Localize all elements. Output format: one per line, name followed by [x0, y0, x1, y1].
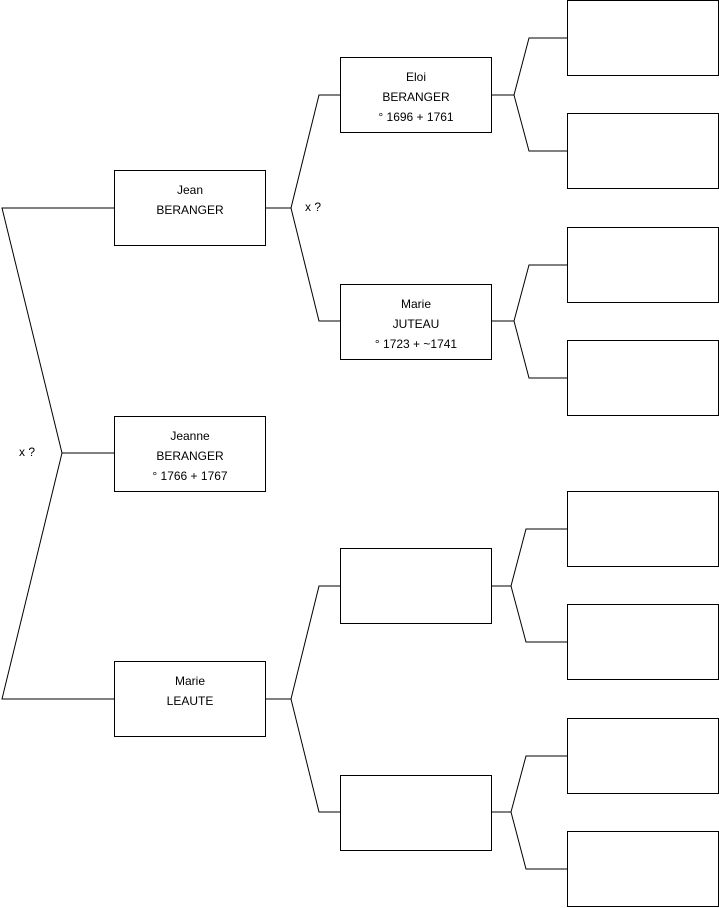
connector-leaute-father-to-father	[510, 528, 567, 587]
connector-jean-to-marie-juteau	[290, 207, 341, 322]
connector-root-to-jean	[1, 207, 114, 454]
person-box-leaute-maternal-grandmother-empty[interactable]	[567, 831, 719, 907]
person-dates: ° 1723 + ~1741	[374, 337, 458, 351]
connector-juteau-to-mother	[513, 320, 567, 379]
connector-root-to-marie-leaute	[1, 452, 114, 700]
connector-jean-to-eloi	[290, 94, 341, 209]
connector-eloi-to-father	[513, 37, 567, 96]
person-box-marie-leaute[interactable]: Marie LEAUTE	[114, 661, 266, 737]
connector-eloi-to-mother	[513, 94, 567, 152]
person-box-jean-beranger[interactable]: Jean BERANGER	[114, 170, 266, 246]
person-first-name: Marie	[400, 297, 431, 311]
person-first-name: Jeanne	[170, 429, 210, 443]
connector-marie-leaute-to-father	[290, 585, 341, 700]
marriage-label-parents: x ?	[19, 445, 36, 459]
person-box-eloi-father-empty[interactable]	[567, 0, 719, 76]
connector-leaute-mother-to-mother	[510, 811, 567, 870]
person-last-name: BERANGER	[156, 449, 224, 463]
person-dates: ° 1766 + 1767	[152, 469, 228, 483]
person-box-leaute-paternal-grandfather-empty[interactable]	[567, 491, 719, 567]
person-last-name: BERANGER	[156, 203, 224, 217]
person-last-name: JUTEAU	[392, 317, 440, 331]
person-last-name: BERANGER	[382, 90, 450, 104]
person-box-marie-juteau[interactable]: Marie JUTEAU ° 1723 + ~1741	[340, 284, 492, 360]
person-first-name: Eloi	[405, 70, 426, 84]
connector-leaute-father-to-mother	[510, 585, 567, 643]
person-dates: ° 1696 + 1761	[378, 110, 454, 124]
person-box-eloi-beranger[interactable]: Eloi BERANGER ° 1696 + 1761	[340, 57, 492, 133]
person-box-juteau-father-empty[interactable]	[567, 227, 719, 303]
marriage-label-paternal-grandparents: x ?	[305, 200, 322, 214]
person-box-eloi-mother-empty[interactable]	[567, 113, 719, 189]
person-first-name: Jean	[176, 183, 204, 197]
person-box-jeanne-beranger[interactable]: Jeanne BERANGER ° 1766 + 1767	[114, 416, 266, 492]
person-box-leaute-maternal-grandfather-empty[interactable]	[567, 718, 719, 794]
connector-marie-leaute-to-mother	[290, 698, 341, 813]
connector-juteau-to-father	[513, 264, 567, 322]
person-box-leaute-paternal-grandmother-empty[interactable]	[567, 604, 719, 680]
person-box-leaute-father-empty[interactable]	[340, 548, 492, 624]
connector-leaute-mother-to-father	[510, 755, 567, 813]
person-last-name: LEAUTE	[166, 694, 214, 708]
person-box-leaute-mother-empty[interactable]	[340, 775, 492, 851]
person-first-name: Marie	[174, 674, 205, 688]
person-box-juteau-mother-empty[interactable]	[567, 340, 719, 416]
